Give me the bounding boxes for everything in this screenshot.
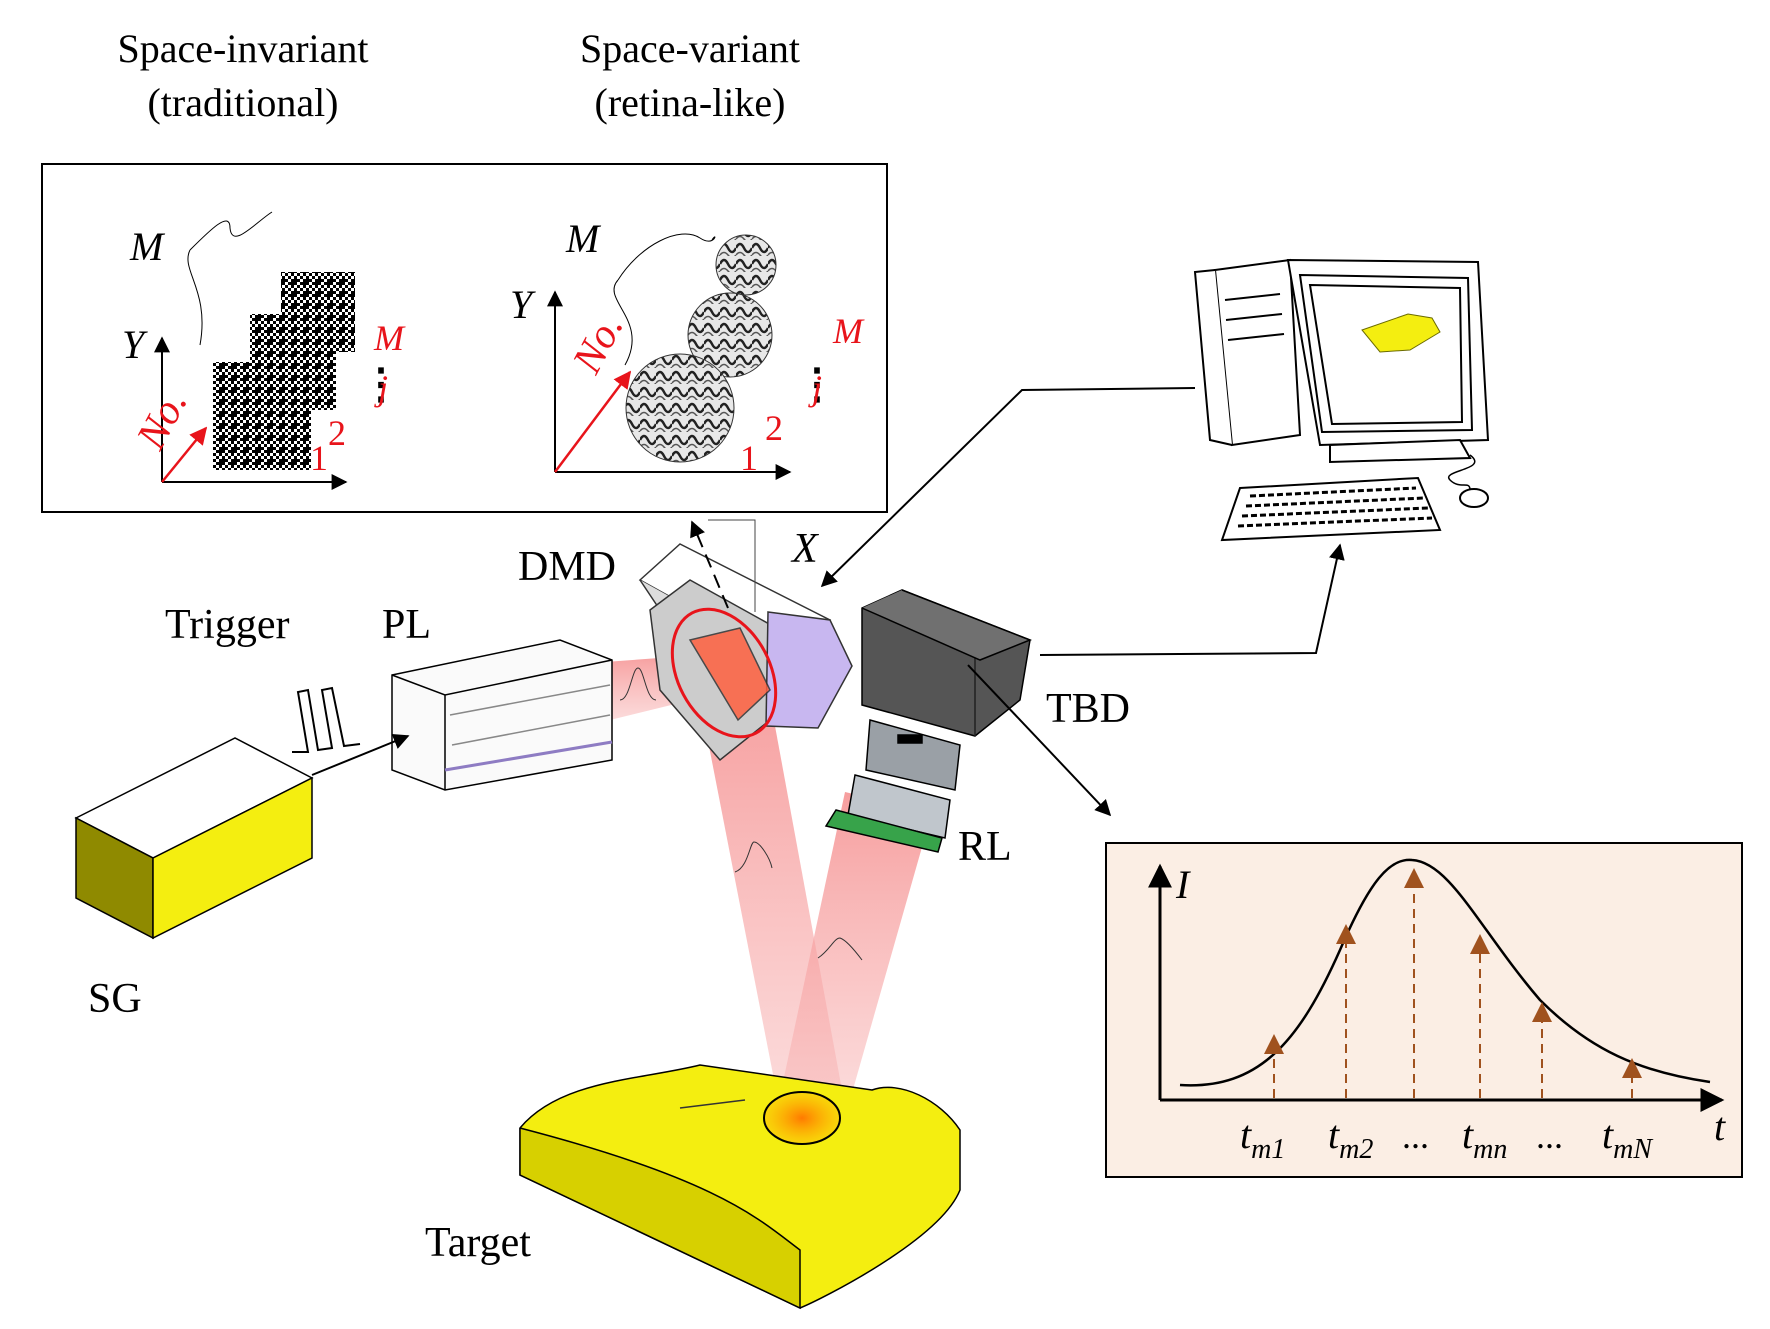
- target-object-icon: [519, 1064, 961, 1310]
- tick-label-t-mn: tmn: [1462, 1112, 1507, 1165]
- dmd-icon: [638, 543, 853, 762]
- sg-label: SG: [88, 976, 142, 1022]
- computer-to-dmd-arrow: [820, 387, 1196, 588]
- right-pattern-stack: [547, 233, 792, 480]
- tbd-detector-icon: [824, 589, 1033, 853]
- left-pattern-stack: [154, 211, 355, 490]
- waveform-x-label: t: [1714, 1104, 1726, 1149]
- waveform-y-label: I: [1175, 862, 1191, 907]
- dmd-highlight-ring: [670, 607, 778, 739]
- dmd-to-pattern-arrow: [690, 520, 729, 609]
- header-left-line2: (traditional): [147, 80, 338, 125]
- left-m-red-label: M: [373, 318, 406, 358]
- x-label: X: [790, 526, 820, 572]
- right-label-1: 1: [740, 438, 758, 478]
- rl-label: RL: [958, 824, 1012, 870]
- trigger-label: Trigger: [165, 602, 289, 648]
- tbd-label: TBD: [1046, 686, 1130, 732]
- right-j-label: j: [808, 368, 822, 408]
- pl-label: PL: [382, 602, 431, 648]
- left-j-label: j: [374, 368, 388, 408]
- left-label-2: 2: [328, 413, 346, 453]
- pulsed-laser-icon: [391, 639, 613, 791]
- sample-arrows: [1264, 868, 1642, 1098]
- sg-to-pl-arrow: [311, 734, 410, 776]
- sample-arrowhead-6: [1622, 1058, 1642, 1078]
- tbd-to-computer-arrow: [1039, 543, 1345, 656]
- left-label-1: 1: [310, 438, 328, 478]
- tick-label-ellipsis-2: ...: [1536, 1116, 1563, 1156]
- sample-arrowhead-3: [1404, 868, 1424, 888]
- target-label: Target: [425, 1220, 531, 1266]
- sample-arrowhead-5: [1532, 1002, 1552, 1022]
- header-left-line1: Space-invariant: [118, 26, 369, 71]
- left-dots: ⋮: [360, 362, 402, 408]
- sample-arrowhead-1: [1264, 1034, 1284, 1054]
- waveform-curve: [1179, 858, 1711, 1087]
- left-m-label: M: [129, 224, 166, 269]
- tick-label-t-m1: tm1: [1240, 1112, 1285, 1165]
- right-label-2: 2: [765, 408, 783, 448]
- sample-arrowhead-4: [1470, 934, 1490, 954]
- signal-generator-icon: [74, 737, 314, 940]
- tick-label-ellipsis-1: ...: [1402, 1116, 1429, 1156]
- left-y-label: Y: [122, 322, 148, 367]
- right-m-label: M: [565, 216, 602, 261]
- header-right-line1: Space-variant: [580, 26, 800, 71]
- right-dots: ⋮: [796, 362, 838, 408]
- right-m-red-label: M: [832, 311, 865, 351]
- tick-label-t-m2: tm2: [1328, 1112, 1373, 1165]
- computer-icon: [1193, 258, 1490, 542]
- tick-label-t-mN: tmN: [1602, 1112, 1653, 1165]
- illumination-spot: [763, 1091, 841, 1145]
- right-y-label: Y: [510, 282, 536, 327]
- sample-arrowhead-2: [1336, 924, 1356, 944]
- dmd-label: DMD: [518, 544, 616, 590]
- trigger-pulse-icon: [292, 686, 361, 753]
- tbd-to-waveform-arrow: [967, 664, 1112, 817]
- waveform-panel: [1105, 842, 1743, 1178]
- header-right-line2: (retina-like): [595, 80, 786, 125]
- connection-arrows: [311, 387, 1345, 817]
